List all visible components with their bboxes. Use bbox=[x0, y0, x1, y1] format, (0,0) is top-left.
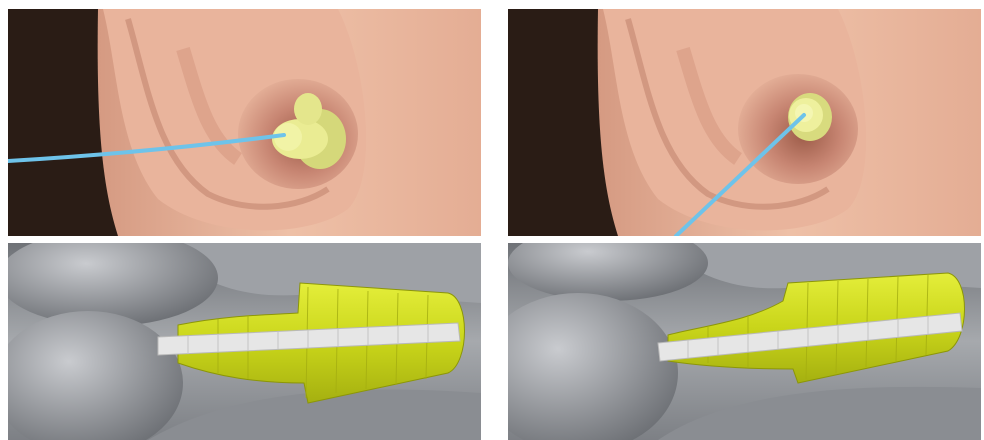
ear-photo-horizontal-cord bbox=[8, 9, 481, 236]
canal-cutaway-deep bbox=[8, 243, 481, 440]
canal-cutaway-shallow bbox=[508, 243, 981, 440]
ear-photo-diagonal-cord bbox=[508, 9, 981, 236]
earplug bbox=[788, 93, 832, 141]
